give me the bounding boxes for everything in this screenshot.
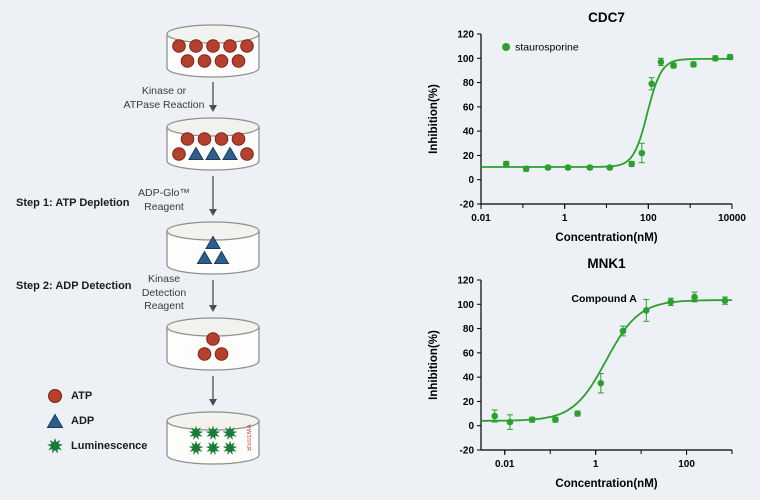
data-point [667,298,675,306]
svg-text:0: 0 [468,175,474,186]
data-point [502,160,510,168]
step2-label: Step 2: ADP Detection [16,280,132,292]
chart-title: CDC7 [588,10,625,25]
svg-text:10000: 10000 [718,213,746,224]
legend-marker [502,43,511,51]
assay-workflow-diagram: Kinase or ATPase Reaction Step 1: ATP De… [16,24,260,465]
legend-item-adp: ADP [46,411,147,430]
x-axis-label: Concentration(nM) [555,232,657,244]
data-point [712,54,719,62]
step1-label: Step 1: ATP Depletion [16,197,130,209]
data-point [506,418,514,426]
svg-text:80: 80 [463,324,475,335]
figure-watermark: BS01MA [247,424,253,451]
svg-text:120: 120 [457,276,474,287]
svg-text:120: 120 [457,30,474,41]
svg-text:0: 0 [468,421,474,432]
data-point [690,61,697,68]
data-point [721,297,729,304]
legend-item-luminescence: Luminescence [46,436,147,455]
fit-curve [481,58,732,168]
legend-label-adp: ADP [71,414,95,427]
workflow-graphic [166,24,260,465]
svg-text:100: 100 [678,459,695,470]
data-point [657,58,665,66]
data-point [638,149,646,157]
svg-text:40: 40 [463,127,475,138]
data-point [597,379,605,387]
data-point [670,62,677,69]
data-point [544,164,552,171]
svg-text:20: 20 [463,397,475,408]
svg-text:-20: -20 [460,446,475,457]
x-axis-label: Concentration(nM) [555,478,657,490]
cdc7-dose-response-plot: CDC7 -20 0 20 40 60 80 100 120 0.01 1 100 10000Conce… [428,10,746,244]
legend-label-atp: ATP [71,389,93,402]
atp-icon [46,387,64,405]
y-axis-label: Inhibition(%) [428,84,440,154]
svg-text:60: 60 [463,102,475,113]
svg-text:-20: -20 [460,200,475,211]
luminescence-icon [46,437,64,455]
svg-text:0.01: 0.01 [495,459,515,470]
svg-text:1: 1 [562,213,568,224]
svg-text:20: 20 [463,151,475,162]
data-point [522,165,530,173]
data-point [552,416,559,423]
data-point [574,410,581,417]
y-axis-label: Inhibition(%) [428,330,440,400]
svg-text:0.01: 0.01 [471,213,491,224]
svg-text:60: 60 [463,348,475,359]
data-point [619,327,627,335]
annotation-label: Compound A [571,293,637,305]
diagram-legend: ATP ADP Luminescence [46,386,147,461]
kinase-detection-reagent-label: Kinase Detection Reagent [141,273,187,313]
data-point [606,164,614,171]
series-legend-label: staurosporine [515,42,579,54]
svg-text:40: 40 [463,373,475,384]
svg-text:100: 100 [457,300,474,311]
data-point [586,164,594,171]
svg-text:100: 100 [640,213,657,224]
data-point [642,307,650,314]
data-point [491,412,498,420]
legend-label-luminescence: Luminescence [71,439,148,452]
svg-text:80: 80 [463,78,475,89]
fit-curve [481,299,732,422]
mnk1-dose-response-plot: MNK1 -20 0 20 40 60 80 100 120 0.01 1 100Concentrat… [428,256,733,490]
chart-title: MNK1 [587,256,626,271]
svg-text:100: 100 [457,54,474,65]
legend-item-atp: ATP [46,386,147,405]
adp-icon [46,412,64,430]
data-point [648,80,655,88]
data-point [528,416,536,423]
data-point [564,164,572,171]
data-point [691,293,698,301]
data-point [628,160,635,168]
adp-glo-reagent-label: ADP-Glo™ Reagent [138,187,190,213]
data-point [726,53,734,61]
reaction-arrow-label: Kinase or ATPase Reaction [123,85,205,111]
svg-text:1: 1 [593,459,599,470]
